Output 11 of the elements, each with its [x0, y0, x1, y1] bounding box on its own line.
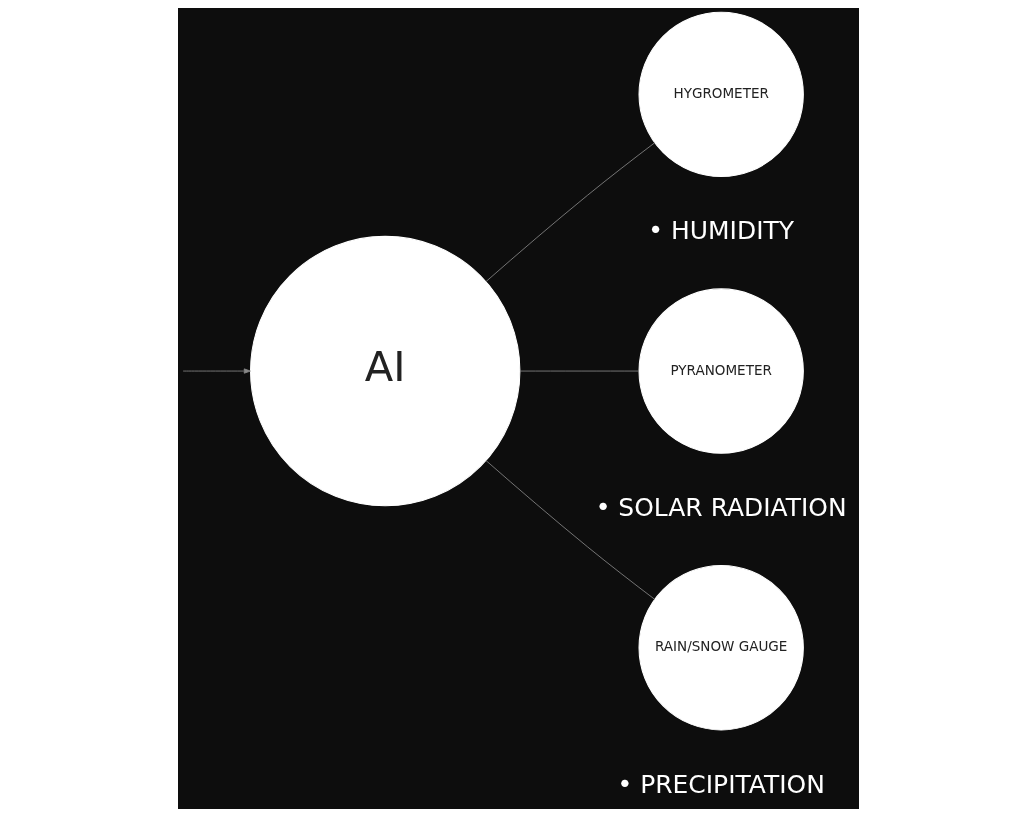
- node-circle: HYGROMETER: [638, 11, 804, 178]
- node-label: • PRECIPITATION: [617, 769, 825, 799]
- node-label: • SOLAR RADIATION: [595, 492, 847, 522]
- node-circle: RAIN/SNOW GAUGE: [638, 565, 804, 731]
- node-circle: AI: [249, 235, 520, 507]
- node-label: • HUMIDITY: [647, 216, 794, 246]
- connector: [519, 370, 639, 372]
- node-circle: PYRANOMETER: [638, 288, 804, 454]
- connector: [485, 460, 655, 600]
- arrow: [182, 368, 251, 374]
- connector: [485, 142, 655, 283]
